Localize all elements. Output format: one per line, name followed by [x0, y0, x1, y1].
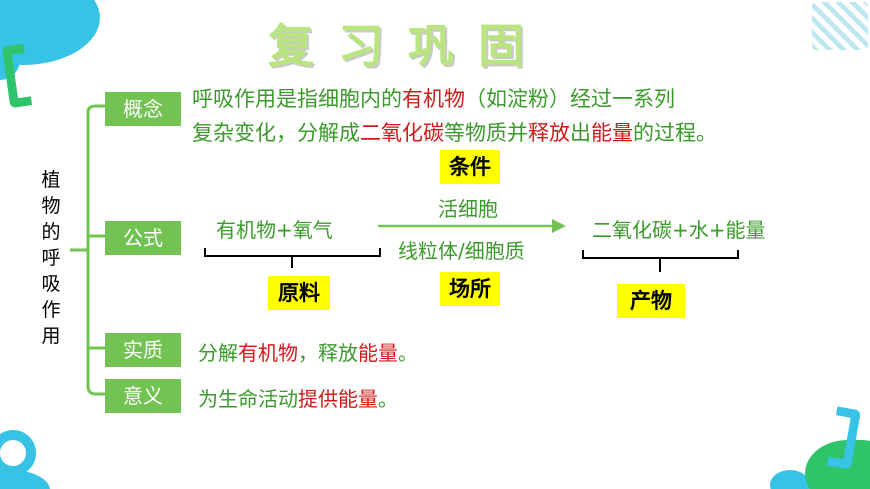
product-label: 产物 [617, 284, 685, 318]
keyword-highlight: 有机物 [402, 87, 465, 111]
side-label-char: 呼 [41, 247, 61, 269]
raw-material-label: 原料 [268, 276, 330, 310]
side-label-char: 植 [41, 169, 61, 191]
side-label-char: 吸 [41, 273, 61, 295]
keyword-highlight: 二氧化碳 [360, 121, 444, 145]
concept-line-1: 呼吸作用是指细胞内的有机物（如淀粉）经过一系列 [192, 83, 675, 113]
text-segment: 。 [398, 341, 418, 365]
reactants-text: 有机物+氧气 [216, 218, 333, 242]
site-label: 场所 [440, 272, 500, 306]
condition-label: 条件 [440, 150, 500, 184]
reaction-arrow-head [552, 219, 566, 233]
badge-essence: 实质 [105, 333, 181, 367]
text-segment: 分解 [198, 341, 238, 365]
side-label-char: 作 [41, 299, 61, 321]
side-label: 植物的呼吸作用 [38, 167, 64, 349]
condition-text: 活细胞 [438, 197, 498, 221]
text-segment: 呼吸作用是指细胞内的 [192, 87, 402, 111]
products-text: 二氧化碳+水+能量 [592, 218, 766, 242]
concept-line-2: 复杂变化，分解成二氧化碳等物质并释放出能量的过程。 [192, 117, 717, 147]
keyword-highlight: 能量 [358, 341, 398, 365]
side-label-char: 用 [41, 325, 61, 347]
keyword-highlight: 释放 [528, 121, 570, 145]
reactants-brace [204, 248, 381, 268]
badge-formula: 公式 [105, 221, 181, 255]
side-label-char: 的 [41, 221, 61, 243]
decorative-blob [770, 470, 810, 489]
text-segment: （如淀粉）经过一系列 [465, 87, 675, 111]
text-segment: 复杂变化，分解成 [192, 121, 360, 145]
keyword-highlight: 能量 [591, 121, 633, 145]
decorative-ring [0, 430, 36, 476]
side-label-char: 物 [41, 195, 61, 217]
badge-meaning: 意义 [105, 379, 181, 413]
text-segment: ，释放 [298, 341, 358, 365]
essence-text: 分解有机物，释放能量。 [198, 337, 418, 366]
page-title: 复习巩固 [268, 19, 548, 73]
decorative-stripes [812, 2, 868, 50]
text-segment: 为生命活动 [198, 387, 298, 411]
meaning-text: 为生命活动提供能量。 [198, 383, 398, 412]
keyword-highlight: 提供能量 [298, 387, 378, 411]
outline-connector [70, 104, 105, 396]
decorative-blob [0, 40, 20, 80]
text-segment: 的过程。 [633, 121, 717, 145]
products-brace [582, 250, 739, 272]
text-segment: 出 [570, 121, 591, 145]
keyword-highlight: 有机物 [238, 341, 298, 365]
site-text: 线粒体/细胞质 [398, 239, 525, 263]
badge-concept: 概念 [105, 92, 181, 126]
text-segment: 。 [378, 387, 398, 411]
text-segment: 等物质并 [444, 121, 528, 145]
